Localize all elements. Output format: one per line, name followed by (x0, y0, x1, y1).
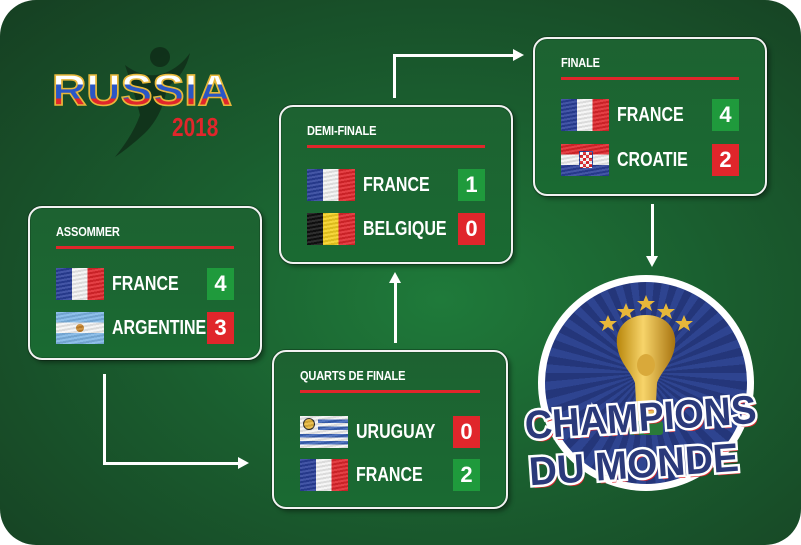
round-title: QUARTS DE FINALE (300, 368, 406, 383)
score-badge: 2 (712, 144, 739, 176)
team-name: FRANCE (112, 273, 179, 295)
score-badge: 0 (453, 416, 480, 448)
team-name: FRANCE (617, 104, 684, 126)
team-row: BELGIQUE 0 (307, 213, 485, 245)
france-flag-icon (300, 459, 348, 491)
round-card-finale: FINALE FRANCE 4 CROATIE 2 (533, 37, 767, 196)
title-divider (561, 77, 739, 80)
score-badge: 4 (207, 268, 234, 300)
team-row: FRANCE 4 (56, 268, 234, 300)
russia-title: RUSSIA (51, 65, 233, 116)
russia-2018-logo: RUSSIA 2018 (50, 45, 250, 160)
team-row: ARGENTINE 3 (56, 312, 234, 344)
round-card-assommer: ASSOMMER FRANCE 4 ARGENTINE 3 (28, 206, 262, 360)
team-row: FRANCE 1 (307, 169, 485, 201)
player-silhouette-icon (115, 47, 190, 157)
team-name: FRANCE (356, 464, 423, 486)
team-name: FRANCE (363, 174, 430, 196)
team-row: FRANCE 4 (561, 99, 739, 131)
champions-text: CHAMPIONS CHAMPIONS DU MONDE DU MONDE (521, 385, 761, 493)
croatia-flag-icon (561, 144, 609, 176)
round-title: ASSOMMER (56, 224, 120, 239)
belgium-flag-icon (307, 213, 355, 245)
stars-icon (599, 295, 693, 331)
trophy-icon (616, 315, 676, 435)
round-title: DEMI-FINALE (307, 123, 377, 138)
uruguay-flag-icon (300, 416, 348, 448)
france-flag-icon (56, 268, 104, 300)
title-divider (300, 390, 480, 393)
round-card-quarts-de-finale: QUARTS DE FINALE URUGUAY 0 FRANCE 2 (272, 350, 508, 509)
title-divider (307, 145, 485, 148)
team-name: BELGIQUE (363, 218, 447, 240)
team-row: URUGUAY 0 (300, 416, 480, 448)
score-badge: 3 (207, 312, 234, 344)
team-row: CROATIE 2 (561, 144, 739, 176)
champions-du-monde-badge: CHAMPIONS CHAMPIONS DU MONDE DU MONDE (521, 275, 768, 505)
round-card-demi-finale: DEMI-FINALE FRANCE 1 BELGIQUE 0 (279, 105, 513, 264)
year-label: 2018 (172, 112, 219, 142)
score-badge: 2 (453, 459, 480, 491)
team-name: CROATIE (617, 149, 688, 171)
score-badge: 4 (712, 99, 739, 131)
title-divider (56, 246, 234, 249)
team-name: URUGUAY (356, 421, 436, 443)
score-badge: 1 (458, 169, 485, 201)
round-title: FINALE (561, 55, 600, 70)
svg-text:RUSSIA: RUSSIA (52, 66, 232, 115)
france-flag-icon (561, 99, 609, 131)
team-row: FRANCE 2 (300, 459, 480, 491)
argentina-flag-icon (56, 312, 104, 344)
france-flag-icon (307, 169, 355, 201)
team-name: ARGENTINE (112, 317, 207, 339)
score-badge: 0 (458, 213, 485, 245)
